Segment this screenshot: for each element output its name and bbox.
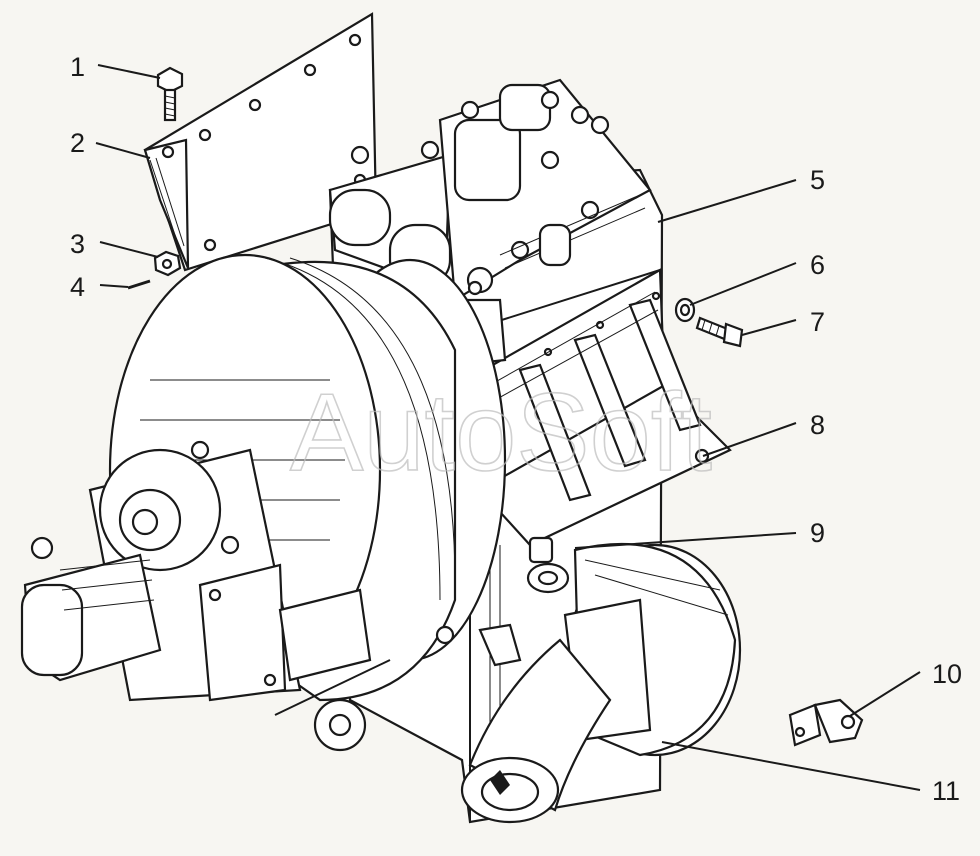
callout-2: 2 [70,128,85,158]
drain-plug [435,623,522,667]
callout-7: 7 [810,307,825,337]
callout-10: 10 [932,659,962,689]
callout-6: 6 [810,250,825,280]
callout-1: 1 [70,52,85,82]
spiral-housing-part-11 [460,542,742,824]
watermark-text: AutoSoft [290,371,712,494]
cotter-pin-part-4 [127,279,151,290]
callout-labels: 1 2 3 4 5 6 7 8 9 10 11 [70,52,962,806]
callout-11: 11 [932,776,960,806]
castle-nut-part-3 [153,250,182,277]
callout-8: 8 [810,410,825,440]
bolt-part-1 [156,66,184,122]
callout-3: 3 [70,229,85,259]
washer-part-6 [674,297,696,323]
callout-5: 5 [810,165,825,195]
leader-lines [95,64,921,791]
clamp-part-10 [788,698,864,747]
bolt-part-7 [695,316,744,348]
front-pump-assembly [20,440,391,752]
callout-9: 9 [810,518,825,548]
callout-4: 4 [70,272,85,302]
mounting-plate [143,12,378,272]
support-bracket-part-8 [473,268,732,547]
fitting-part-9 [526,536,570,594]
